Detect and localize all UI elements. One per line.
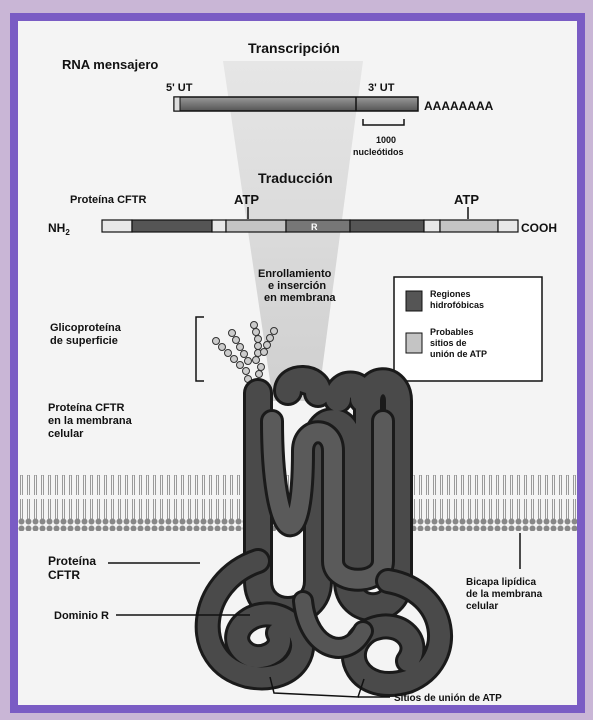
cftr-protein-structure [208, 380, 440, 684]
domain-r-label: Dominio R [54, 610, 109, 622]
legend-hydro-line2: hidrofóbicas [430, 300, 484, 310]
membrane-protein-line2: en la membrana [48, 415, 133, 427]
legend-atp-line1: Probables [430, 327, 474, 337]
protein-cftr-line1: Proteína [48, 554, 96, 568]
atp-right-label: ATP [454, 192, 479, 207]
membrane-protein-line3: celular [48, 428, 84, 440]
atp-left-label: ATP [234, 192, 259, 207]
folding-line2: e inserción [268, 280, 326, 292]
glyco-line2: de superficie [50, 335, 118, 347]
r-domain-label: R [311, 222, 318, 232]
atp-sites-label: Sitios de unión de ATP [394, 693, 502, 704]
legend-atp-line2: sitios de [430, 338, 467, 348]
bilayer-line1: Bicapa lipídica [466, 577, 536, 588]
folding-line1: Enrollamiento [258, 268, 332, 280]
scale-value: 1000 [376, 135, 396, 145]
three-utr-label: 3' UT [368, 82, 395, 94]
glyco-line1: Glicoproteína [50, 322, 122, 334]
mrna-label: RNA mensajero [62, 57, 158, 72]
cooh-label: COOH [521, 221, 557, 235]
legend-atp-line3: unión de ATP [430, 349, 487, 359]
translation-title: Traducción [258, 170, 333, 186]
cftr-diagram: Transcripción RNA mensajero 5' UT 3' UT … [18, 21, 577, 705]
membrane-protein-line1: Proteína CFTR [48, 402, 124, 414]
protein-label: Proteína CFTR [70, 194, 146, 206]
protein-domain-bar [102, 220, 518, 232]
slide-frame: Transcripción RNA mensajero 5' UT 3' UT … [10, 13, 585, 713]
scale-unit: nucleótidos [353, 147, 404, 157]
mrna-bar [174, 97, 418, 111]
glyco-bracket [196, 317, 204, 381]
folding-line3: en membrana [264, 292, 336, 304]
protein-cftr-line2: CFTR [48, 568, 80, 582]
nh2-label: NH2 [48, 221, 70, 237]
poly-a-tail: AAAAAAAA [424, 99, 494, 113]
bilayer-line3: celular [466, 601, 498, 612]
bilayer-line2: de la membrana [466, 589, 543, 600]
five-utr-label: 5' UT [166, 82, 193, 94]
transcription-title: Transcripción [248, 40, 340, 56]
scale-bracket [363, 119, 404, 125]
mrna-cap [174, 97, 180, 111]
legend-hydro-line1: Regiones [430, 289, 471, 299]
diagram-panel: Transcripción RNA mensajero 5' UT 3' UT … [18, 21, 577, 705]
